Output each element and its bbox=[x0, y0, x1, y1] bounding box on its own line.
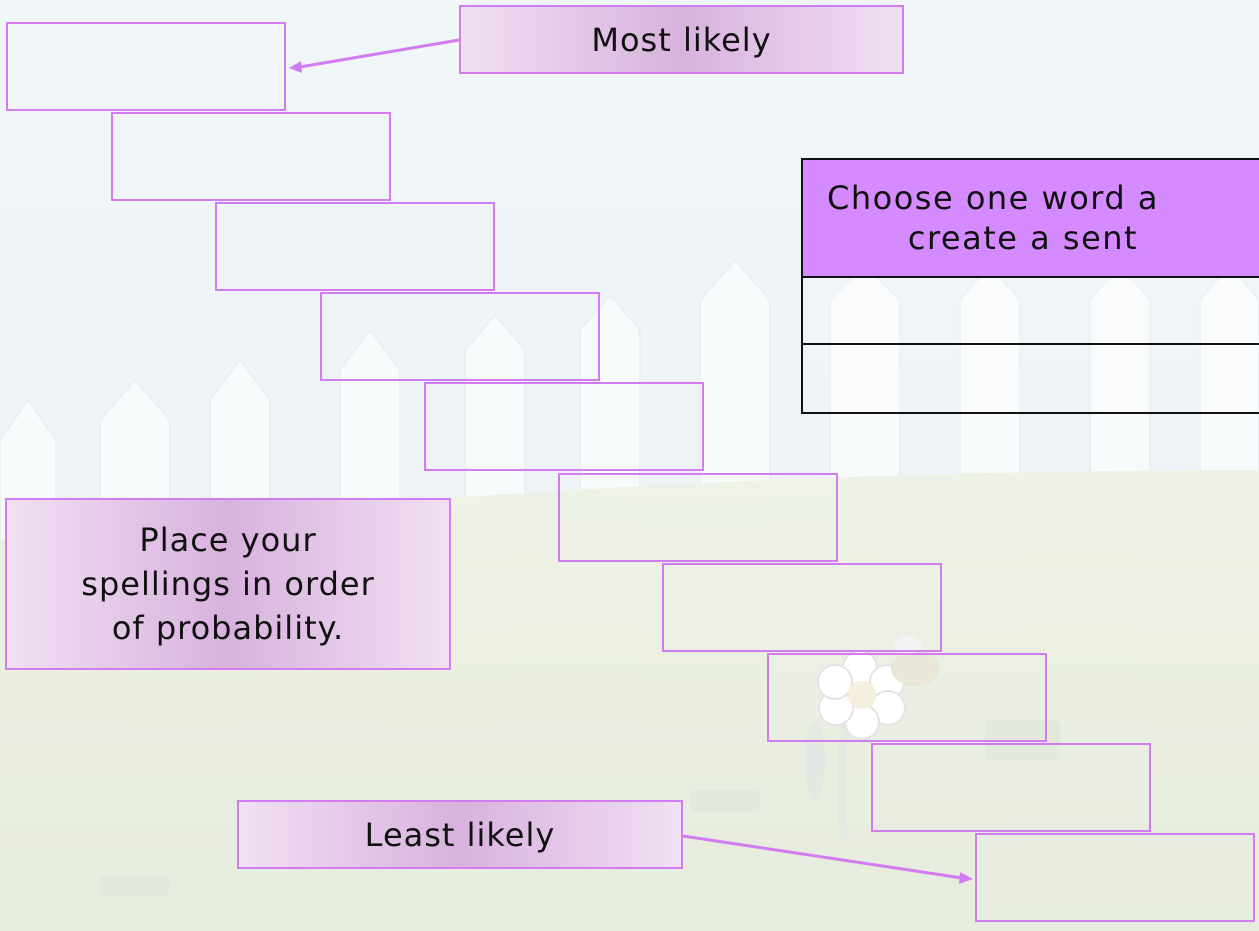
flower-bee bbox=[805, 636, 939, 841]
least-likely-label: Least likely bbox=[237, 800, 683, 869]
heading-line-1: Choose one word a bbox=[827, 179, 1159, 217]
heading-line-2: create a sent bbox=[907, 219, 1139, 257]
arrow-most-likely bbox=[289, 38, 460, 73]
most-likely-text: Most likely bbox=[591, 20, 772, 59]
instruction-line-1: Place your bbox=[139, 521, 317, 559]
ranking-box-8[interactable] bbox=[767, 653, 1047, 742]
ranking-box-1[interactable] bbox=[6, 22, 286, 111]
ranking-box-5[interactable] bbox=[424, 382, 704, 471]
ranking-box-9[interactable] bbox=[871, 743, 1151, 832]
ranking-box-3[interactable] bbox=[215, 202, 495, 291]
sentence-panel-heading: Choose one word a create a sent bbox=[803, 160, 1259, 278]
sentence-panel: Choose one word a create a sent bbox=[801, 158, 1259, 414]
instruction-box: Place your spellings in order of probabi… bbox=[5, 498, 451, 670]
sentence-row-1[interactable] bbox=[803, 278, 1259, 345]
least-likely-text: Least likely bbox=[364, 815, 556, 854]
ranking-box-10[interactable] bbox=[975, 833, 1255, 922]
ranking-box-4[interactable] bbox=[320, 292, 600, 381]
instruction-line-2: spellings in order bbox=[81, 565, 375, 603]
ranking-box-7[interactable] bbox=[662, 563, 942, 652]
sentence-row-2[interactable] bbox=[803, 345, 1259, 412]
arrow-least-likely bbox=[682, 834, 973, 884]
instruction-line-3: of probability. bbox=[111, 609, 345, 647]
ranking-box-6[interactable] bbox=[558, 473, 838, 562]
ranking-box-2[interactable] bbox=[111, 112, 391, 201]
most-likely-label: Most likely bbox=[459, 5, 904, 74]
